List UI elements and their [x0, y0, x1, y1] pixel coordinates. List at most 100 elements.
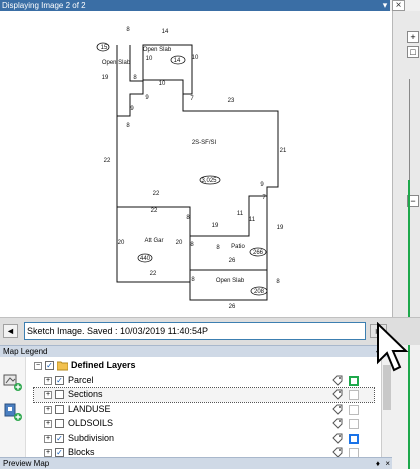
sketch-dimension-label: 9	[145, 95, 149, 101]
sketch-dimension-label: 8	[126, 27, 130, 33]
sketch-wall-upper	[143, 79, 184, 94]
layer-expander-icon[interactable]: +	[44, 391, 52, 399]
sketch-dimension-label: 7	[190, 96, 194, 102]
sketch-dimension-label: Open Slab	[102, 60, 131, 66]
previous-image-button[interactable]: ◄	[3, 324, 18, 338]
sketch-dimension-label: 22	[153, 191, 160, 197]
layer-properties-icon[interactable]	[332, 433, 343, 444]
layer-expander-icon[interactable]: +	[44, 449, 52, 457]
sketch-wall-patio	[190, 195, 267, 237]
layer-name: Subdivision	[68, 432, 115, 443]
layer-expander-icon[interactable]: −	[34, 362, 42, 370]
legend-layer-row[interactable]: + Sections	[33, 387, 375, 403]
sketch-dimension-label: 8	[191, 277, 195, 283]
layer-visibility-checkbox[interactable]	[55, 390, 64, 399]
layer-name: OLDSOILS	[68, 418, 114, 428]
legend-layer-row[interactable]: +✓ Blocks	[34, 446, 374, 460]
layer-name: Defined Layers	[71, 360, 136, 370]
add-data-icon[interactable]	[2, 401, 24, 423]
sketch-dimension-label: 208	[254, 289, 265, 295]
sketch-dimension-label: 19	[212, 223, 219, 229]
map-legend-header: Map Legend ♦ ×	[0, 345, 392, 357]
add-layer-icon[interactable]	[2, 371, 24, 393]
area-badge	[96, 42, 110, 52]
sketch-dimension-label: 22	[104, 158, 111, 164]
legend-layer-row[interactable]: −✓ Defined Layers	[34, 359, 374, 373]
sketch-dimension-label: 11	[249, 217, 256, 223]
sketch-dimension-label: 8	[133, 75, 137, 81]
sketch-dimension-label: 10	[192, 55, 199, 61]
layer-visibility-checkbox[interactable]	[55, 419, 64, 428]
close-button[interactable]: ×	[392, 0, 405, 11]
sketch-dimension-label: Patio	[231, 244, 245, 250]
layer-properties-icon[interactable]	[332, 404, 343, 415]
layer-symbol-swatch[interactable]	[349, 419, 359, 429]
preview-map-header: Preview Map ♦ ×	[0, 457, 392, 469]
sketch-dimension-label: 2S-SF/SI	[192, 140, 217, 146]
legend-scroll-thumb[interactable]	[383, 365, 391, 410]
zoom-in-icon[interactable]: +	[407, 31, 419, 43]
map-toolbar-panel: + □ −	[392, 11, 420, 317]
layer-symbol-swatch[interactable]	[349, 390, 359, 400]
area-badge	[199, 175, 221, 185]
sketch-dimension-label: 3,025	[201, 178, 217, 184]
area-badge	[170, 55, 186, 65]
window-menu-icon[interactable]: ▾	[382, 0, 388, 10]
legend-layer-row[interactable]: +✓ Parcel	[34, 374, 374, 388]
sketch-dimension-label: 266	[253, 250, 264, 256]
area-badge	[249, 247, 267, 257]
sketch-dimension-label: 20	[118, 240, 125, 246]
sketch-dimension-label: 8	[186, 215, 190, 221]
sketch-dimension-label: 14	[162, 29, 169, 35]
layer-symbol-swatch[interactable]	[349, 404, 359, 415]
layer-visibility-checkbox[interactable]: ✓	[55, 433, 64, 443]
layer-symbol-swatch[interactable]	[349, 433, 359, 444]
sketch-dimension-label: 22	[151, 208, 158, 214]
layer-properties-icon[interactable]	[332, 418, 343, 429]
layer-expander-icon[interactable]: +	[44, 376, 52, 385]
legend-layer-row[interactable]: +LANDUSE	[34, 403, 374, 417]
zoom-box-icon[interactable]: □	[407, 46, 419, 58]
sketch-dimension-label: 26	[229, 258, 236, 264]
legend-layer-row[interactable]: + OLDSOILS	[34, 417, 374, 431]
sketch-dimension-label: 11	[237, 211, 244, 217]
area-badge	[137, 253, 153, 263]
pin-icon[interactable]: ♦	[375, 459, 380, 468]
layer-properties-icon[interactable]	[332, 447, 343, 458]
layer-name: Parcel	[68, 374, 94, 385]
sketch-dimension-label: Open Slab	[143, 47, 172, 53]
sketch-dimension-label: 8	[190, 242, 194, 248]
layer-visibility-checkbox[interactable]: ✓	[55, 448, 64, 457]
layer-expander-icon[interactable]: +	[44, 420, 52, 428]
layer-properties-icon[interactable]	[332, 389, 343, 400]
sketch-dimension-label: 19	[277, 225, 284, 231]
layer-visibility-checkbox[interactable]: ✓	[55, 375, 64, 385]
sketch-dimension-label: 21	[280, 148, 287, 154]
layer-visibility-checkbox[interactable]: ✓	[45, 361, 54, 370]
layer-symbol-swatch[interactable]	[349, 375, 359, 386]
sketch-dimension-label: 8	[276, 279, 280, 285]
layer-name: Sections	[68, 389, 103, 399]
layer-expander-icon[interactable]: +	[44, 434, 52, 443]
area-badge	[250, 286, 268, 296]
legend-scrollbar[interactable]	[381, 357, 392, 457]
image-caption-input[interactable]	[24, 322, 366, 340]
zoom-slider[interactable]	[409, 79, 417, 191]
legend-layer-row[interactable]: +✓ Subdivision	[34, 432, 374, 446]
layer-name: Blocks	[68, 447, 95, 457]
sketch-dimension-label: Open Slab	[216, 278, 245, 284]
layer-properties-icon[interactable]	[332, 375, 343, 386]
layer-expander-icon[interactable]: +	[44, 405, 52, 414]
map-legend-panel: −✓Defined Layers+✓Parcel+Sections+LANDUS…	[0, 357, 392, 460]
folder-icon	[57, 361, 68, 371]
sketch-dimension-label: 26	[229, 304, 236, 310]
zoom-out-icon[interactable]: −	[407, 195, 419, 207]
legend-toolbar	[0, 357, 26, 457]
layer-visibility-checkbox[interactable]	[55, 404, 64, 414]
sketch-dimension-label: 10	[146, 56, 153, 62]
sketch-dimension-label: 15	[101, 45, 108, 51]
close-icon[interactable]: ×	[385, 459, 390, 468]
sketch-dimension-label: 10	[159, 81, 166, 87]
